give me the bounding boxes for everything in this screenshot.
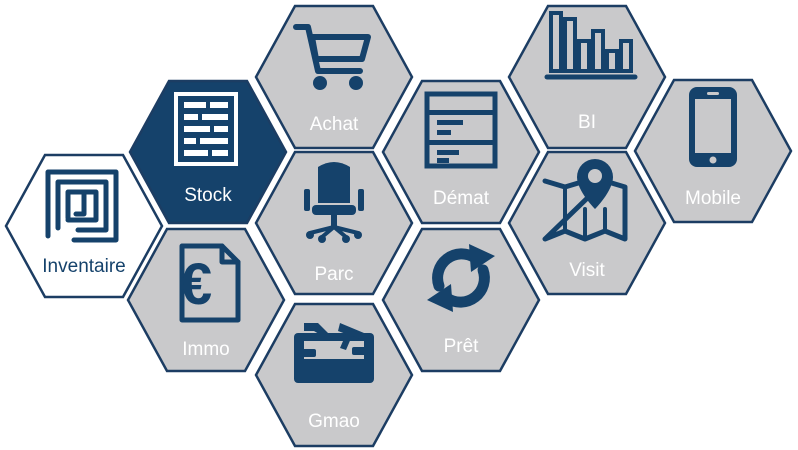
inventory-tag-icon [45,169,119,243]
module-label: Achat [310,114,359,135]
hex-pret[interactable]: Prêt [381,227,541,373]
module-label: Visit [569,260,605,281]
hex-gmao[interactable]: Gmao [254,302,414,448]
office-chair-icon [304,162,364,243]
recycle-arrows-icon [427,244,495,312]
svg-text:€: € [180,252,212,317]
hex-inventaire-shape [4,153,164,299]
module-label: Gmao [308,411,360,432]
smartphone-icon [689,87,737,167]
shopping-cart-icon [293,24,371,90]
hex-inventaire[interactable]: Inventaire [4,153,164,299]
module-label: Inventaire [42,256,125,277]
module-label: BI [578,112,596,133]
module-label: Immo [182,339,230,360]
module-label: Parc [314,264,353,285]
module-label: Prêt [444,336,480,357]
bar-chart-icon [544,11,638,80]
module-label: Démat [433,188,490,209]
module-label: Mobile [685,188,741,209]
hex-mobile[interactable]: Mobile [633,78,793,224]
hex-visit[interactable]: Visit [507,150,667,296]
hex-parc[interactable]: Parc [254,150,414,296]
toolbox-icon [294,323,374,383]
hex-bi[interactable]: BI [507,4,667,150]
map-pin-icon [542,159,628,242]
shelf-icon [174,92,238,166]
module-label: Stock [184,185,232,206]
hex-achat[interactable]: Achat [254,4,414,150]
euro-document-icon: € [179,243,241,323]
hex-immo-shape [126,227,286,373]
hex-stock[interactable]: Stock [128,79,288,225]
document-form-icon [424,91,498,169]
hex-immo[interactable]: € Immo [126,227,286,373]
hex-demat-shape [381,79,541,225]
hex-demat[interactable]: Démat [381,79,541,225]
hex-achat-shape [254,4,414,150]
